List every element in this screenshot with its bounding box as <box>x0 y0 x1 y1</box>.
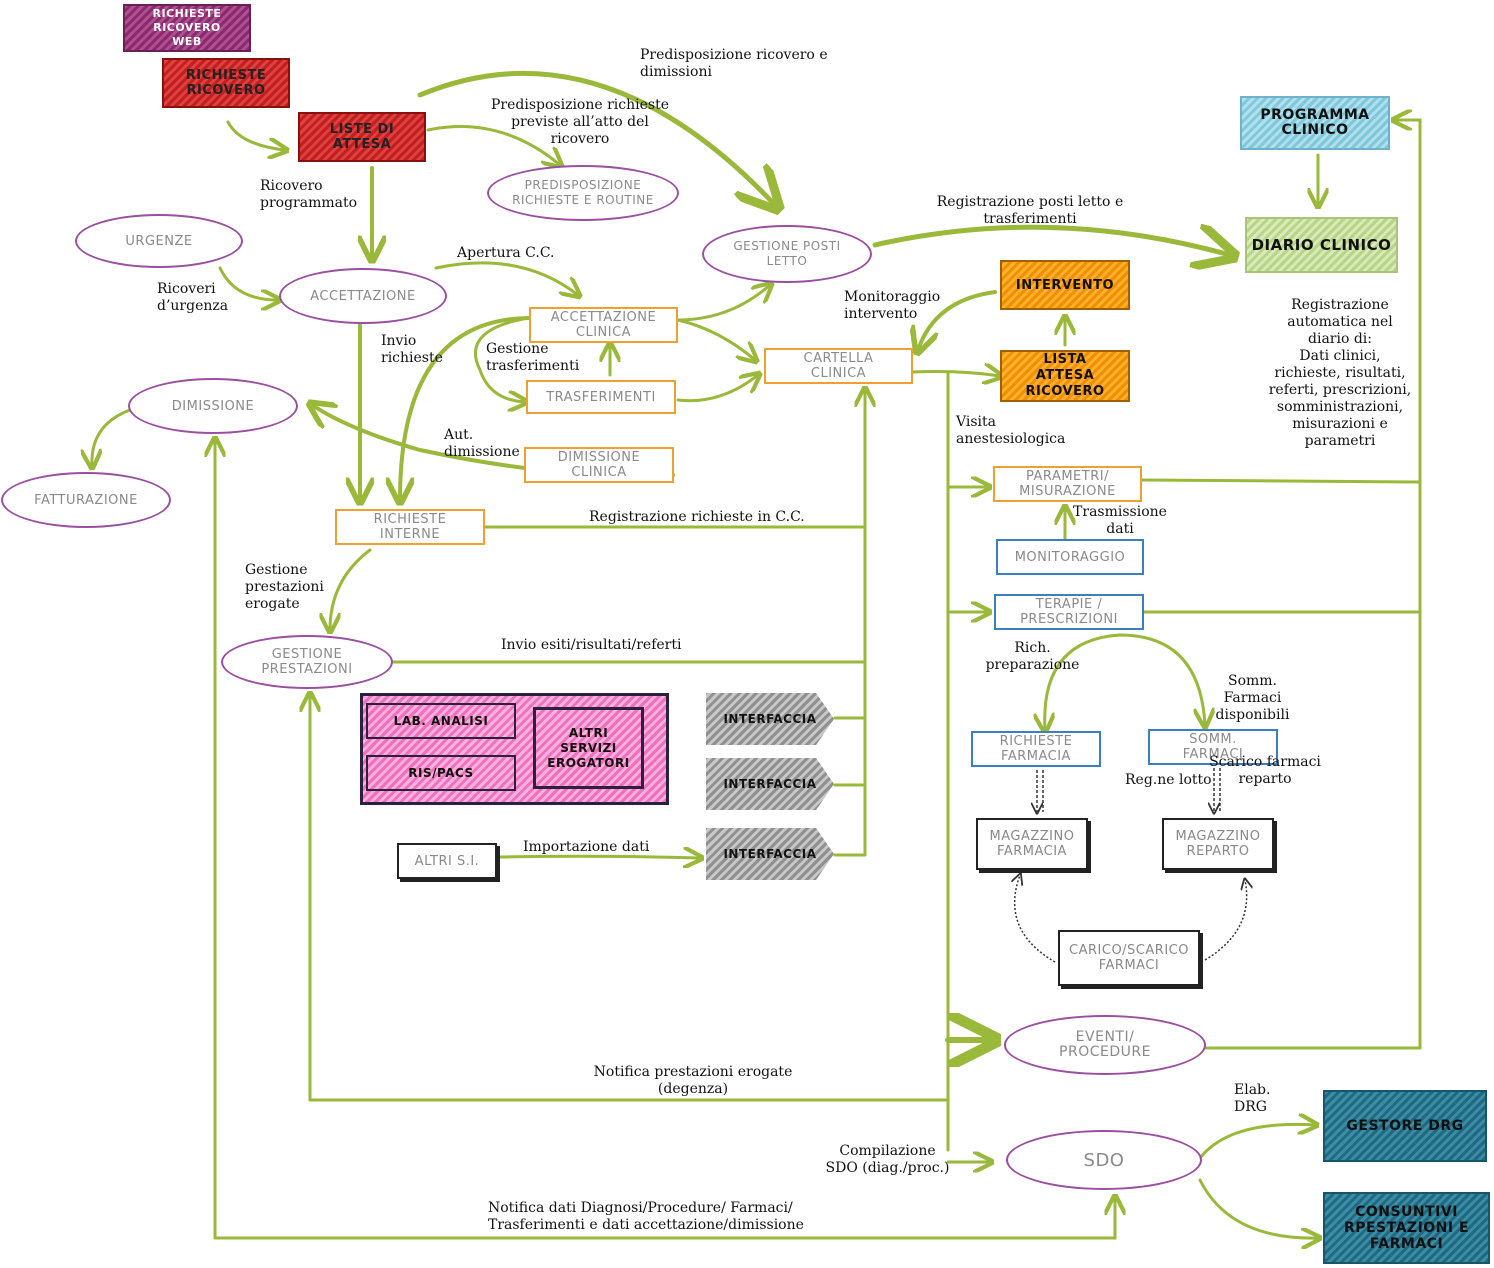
label-rich-preparazione: Rich. preparazione <box>985 640 1080 673</box>
label-ricoveri-urgenza: Ricoveri d’urgenza <box>157 281 229 314</box>
label-reg-ne-lotto: Reg.ne lotto <box>1125 772 1212 788</box>
label-scarico-farmaci-reparto: Scarico farmaci reparto <box>1209 754 1321 787</box>
label-gestione-trasferimenti: Gestione trasferimenti <box>486 341 580 374</box>
node-terapie-prescrizioni: TERAPIE / PRESCRIZIONI <box>994 594 1144 630</box>
node-ris-pacs: RIS/PACS <box>366 755 516 791</box>
label-trasmissione-dati: Trasmissione dati <box>1073 504 1167 537</box>
node-sdo: SDO <box>1006 1130 1202 1190</box>
node-magazzino-reparto: MAGAZZINO REPARTO <box>1162 818 1274 870</box>
node-consuntivi: CONSUNTIVI RPESTAZIONI E FARMACI <box>1323 1192 1490 1264</box>
label-ricovero-programmato: Ricovero programmato <box>260 178 358 211</box>
node-intervento: INTERVENTO <box>1000 260 1130 310</box>
node-diario-clinico: DIARIO CLINICO <box>1245 217 1398 273</box>
label-importazione-dati: Importazione dati <box>523 839 650 855</box>
node-parametri-misurazione: PARAMETRI/ MISURAZIONE <box>993 466 1142 502</box>
node-eventi-procedure: EVENTI/ PROCEDURE <box>1004 1015 1206 1075</box>
label-apertura-cc: Apertura C.C. <box>457 245 555 261</box>
label-notifica-dati-diagnosi: Notifica dati Diagnosi/Procedure/ Farmac… <box>488 1200 804 1233</box>
node-gestione-posti-letto: GESTIONE POSTI LETTO <box>702 225 872 283</box>
node-richieste-ricovero-web: RICHIESTE RICOVERO WEB <box>123 4 251 52</box>
node-carico-scarico-farmaci: CARICO/SCARICO FARMACI <box>1058 930 1200 986</box>
node-liste-di-attesa: LISTE DI ATTESA <box>298 112 426 162</box>
node-gestore-drg: GESTORE DRG <box>1323 1090 1487 1162</box>
label-predisposizione-richieste-previste: Predisposizione richieste previste all’a… <box>491 97 669 147</box>
node-lista-attesa-ricovero: LISTA ATTESA RICOVERO <box>1000 350 1130 402</box>
node-altri-si: ALTRI S.I. <box>397 843 497 879</box>
node-cartella-clinica: CARTELLA CLINICA <box>764 348 913 384</box>
node-richieste-farmacia: RICHIESTE FARMACIA <box>971 731 1101 767</box>
label-somm-farmaci-disponibili: Somm. Farmaci disponibili <box>1215 673 1290 723</box>
node-monitoraggio: MONITORAGGIO <box>996 539 1144 575</box>
label-compilazione-sdo: Compilazione SDO (diag./proc.) <box>825 1143 950 1176</box>
node-dimissione: DIMISSIONE <box>128 378 298 434</box>
node-altri-servizi-erogatori: ALTRI SERVIZI EROGATORI <box>533 707 644 789</box>
label-monitoraggio-intervento: Monitoraggio intervento <box>844 289 941 322</box>
label-registrazione-automatica: Registrazione automatica nel diario di: … <box>1268 297 1412 449</box>
node-lab-analisi: LAB. ANALISI <box>366 703 516 739</box>
node-urgenze: URGENZE <box>75 214 243 268</box>
label-registrazione-posti-letto: Registrazione posti letto e trasferiment… <box>936 194 1124 227</box>
node-fatturazione: FATTURAZIONE <box>1 472 171 528</box>
node-somm-farmaci: SOMM. FARMACI <box>1148 729 1278 765</box>
node-interfaccia-2: INTERFACCIA <box>706 758 834 810</box>
label-invio-richieste: Invio richieste <box>381 333 443 366</box>
node-accettazione-clinica: ACCETTAZIONE CLINICA <box>529 307 678 343</box>
node-richieste-interne: RICHIESTE INTERNE <box>335 509 485 545</box>
node-dimissione-clinica: DIMISSIONE CLINICA <box>524 447 674 483</box>
label-registrazione-richieste-cc: Registrazione richieste in C.C. <box>589 509 805 525</box>
node-richieste-ricovero: RICHIESTE RICOVERO <box>162 58 290 108</box>
node-interfaccia-1: INTERFACCIA <box>706 693 834 745</box>
label-gestione-prestazioni-erogate: Gestione prestazioni erogate <box>245 562 324 612</box>
label-notifica-prestazioni-erogate: Notifica prestazioni erogate (degenza) <box>593 1064 793 1097</box>
label-predisposizione-ricovero-dimissioni: Predisposizione ricovero e dimissioni <box>640 47 828 80</box>
node-magazzino-farmacia: MAGAZZINO FARMACIA <box>976 818 1088 870</box>
label-aut-dimissione: Aut. dimissione <box>444 427 520 460</box>
label-invio-esiti: Invio esiti/risultati/referti <box>501 637 682 653</box>
label-visita-anestesiologica: Visita anestesiologica <box>956 414 1066 447</box>
node-interfaccia-3: INTERFACCIA <box>706 828 834 880</box>
node-gestione-prestazioni: GESTIONE PRESTAZIONI <box>221 635 393 689</box>
node-trasferimenti: TRASFERIMENTI <box>526 380 676 414</box>
node-programma-clinico: PROGRAMMA CLINICO <box>1240 96 1390 150</box>
node-predisposizione-richieste-routine: PREDISPOSIZIONE RICHIESTE E ROUTINE <box>487 165 679 221</box>
label-elab-drg: Elab. DRG <box>1234 1082 1271 1115</box>
node-accettazione: ACCETTAZIONE <box>279 268 447 324</box>
